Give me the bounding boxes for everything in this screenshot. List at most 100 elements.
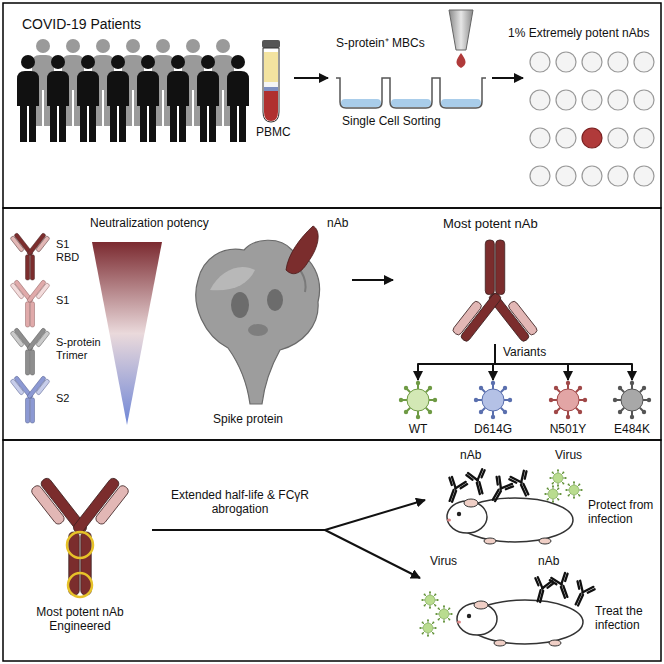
well-plate	[530, 52, 654, 186]
annotation-label: Variants	[503, 345, 546, 359]
patient-crowd	[197, 55, 219, 142]
node-text: Most potent nAb Engineered	[18, 605, 142, 634]
antibody-ladder	[10, 233, 50, 280]
panel-frame	[3, 3, 661, 661]
cell-sorting-step: S-protein⁺ MBCsSingle Cell Sorting	[330, 8, 490, 130]
treatment-illustration	[457, 600, 583, 646]
well-plate	[530, 52, 550, 72]
node-text: Single Cell Sorting	[342, 114, 441, 128]
annotation-label: Neutralization potency	[90, 216, 209, 230]
node-text: 1% Extremely potent nAbs	[508, 26, 649, 40]
well-plate	[608, 166, 628, 186]
node-text: D614G	[465, 422, 521, 436]
well-plate	[530, 90, 550, 110]
sorting-wells	[456, 53, 465, 68]
patient-crowd	[167, 55, 189, 142]
well-plate	[582, 90, 602, 110]
well-plate	[582, 166, 602, 186]
flow-arrow	[495, 344, 632, 380]
potency-gradient	[92, 242, 162, 425]
panel-frame	[3, 440, 661, 661]
panel-frame	[3, 208, 661, 440]
well-plate	[556, 128, 576, 148]
well-plate	[608, 52, 628, 72]
spike-protein	[231, 292, 249, 318]
lead-antibody-symbol	[452, 240, 539, 343]
well-plate	[530, 166, 550, 186]
blood-tube	[262, 40, 280, 122]
engineered-antibody-symbol	[67, 532, 93, 558]
engineered-antibody: Most potent nAb Engineered	[10, 460, 150, 640]
sorting-wells	[341, 99, 381, 107]
spike-complex: nAbSpike protein	[185, 214, 350, 432]
spike-protein	[196, 226, 320, 404]
treatment-illustration	[566, 578, 597, 611]
variant-viruses	[613, 381, 651, 419]
node-text: Most potent nAb	[443, 216, 538, 232]
variant-virus: N501Y	[540, 380, 596, 438]
lead-antibody: Most potent nAb	[395, 214, 595, 344]
antibody-ladder	[10, 376, 50, 423]
prophylaxis-illustration	[549, 469, 566, 486]
sorting-wells	[336, 78, 486, 108]
well-plate	[582, 128, 602, 148]
flow-arrow	[495, 344, 568, 380]
annotation-label: S1 RBD	[56, 238, 86, 264]
well-plate	[556, 90, 576, 110]
prophylaxis-scene: nAbVirusProtect from infection	[425, 446, 660, 543]
flow-arrow	[152, 530, 420, 578]
node-text: S-protein⁺ MBCs	[336, 36, 425, 50]
patient-crowd	[227, 55, 249, 142]
node-text: WT	[390, 422, 446, 436]
variant-viruses	[399, 381, 437, 419]
treatment-illustration	[419, 570, 597, 646]
blood-tube	[263, 48, 279, 122]
panel-frame	[3, 3, 661, 208]
edge-label: Extended half-life & FCγR abrogation	[170, 488, 310, 517]
node-text: Protect from infection	[588, 498, 658, 527]
treatment-illustration	[419, 619, 436, 636]
antibody-ladder	[10, 280, 50, 327]
well-plate	[530, 128, 550, 148]
flow-arrow	[418, 344, 495, 380]
engineered-antibody-symbol	[30, 477, 130, 595]
prophylaxis-illustration	[440, 467, 583, 544]
variant-viruses	[549, 381, 587, 419]
patient-crowd	[17, 39, 249, 142]
well-plate	[634, 128, 654, 148]
treatment-scene: VirusnAbTreat the infection	[420, 550, 657, 655]
antibody-plate: 1% Extremely potent nAbs	[525, 8, 657, 198]
patient-crowd	[47, 55, 69, 142]
node-text: nAb	[538, 554, 559, 568]
annotation-label: S2	[56, 392, 69, 405]
antibody-ladder	[10, 233, 50, 423]
bound-antibody	[286, 226, 318, 274]
spike-protein	[248, 324, 268, 336]
sorting-wells	[441, 99, 481, 107]
patient-group: COVID-19 PatientsPBMC	[10, 8, 292, 158]
sorting-wells	[449, 10, 473, 50]
treatment-illustration	[435, 605, 452, 622]
treatment-illustration	[547, 570, 577, 602]
sorting-wells	[391, 99, 431, 107]
flow-arrow	[294, 77, 328, 79]
prophylaxis-illustration	[440, 474, 470, 506]
annotation-label: S1	[56, 294, 69, 307]
node-text: COVID-19 Patients	[22, 16, 141, 33]
blood-tube	[264, 91, 278, 121]
well-plate	[582, 52, 602, 72]
flow-arrow	[152, 500, 425, 530]
antibody-ladder	[10, 328, 50, 375]
well-plate	[634, 52, 654, 72]
well-plate	[634, 90, 654, 110]
blood-tube	[262, 40, 280, 48]
engineered-antibody-symbol	[68, 573, 92, 597]
node-text: E484K	[604, 422, 660, 436]
blood-tube	[264, 82, 278, 87]
variant-viruses	[399, 381, 651, 419]
variant-virus: E484K	[604, 380, 660, 438]
variant-virus: D614G	[465, 380, 521, 438]
patient-crowd	[17, 55, 39, 142]
